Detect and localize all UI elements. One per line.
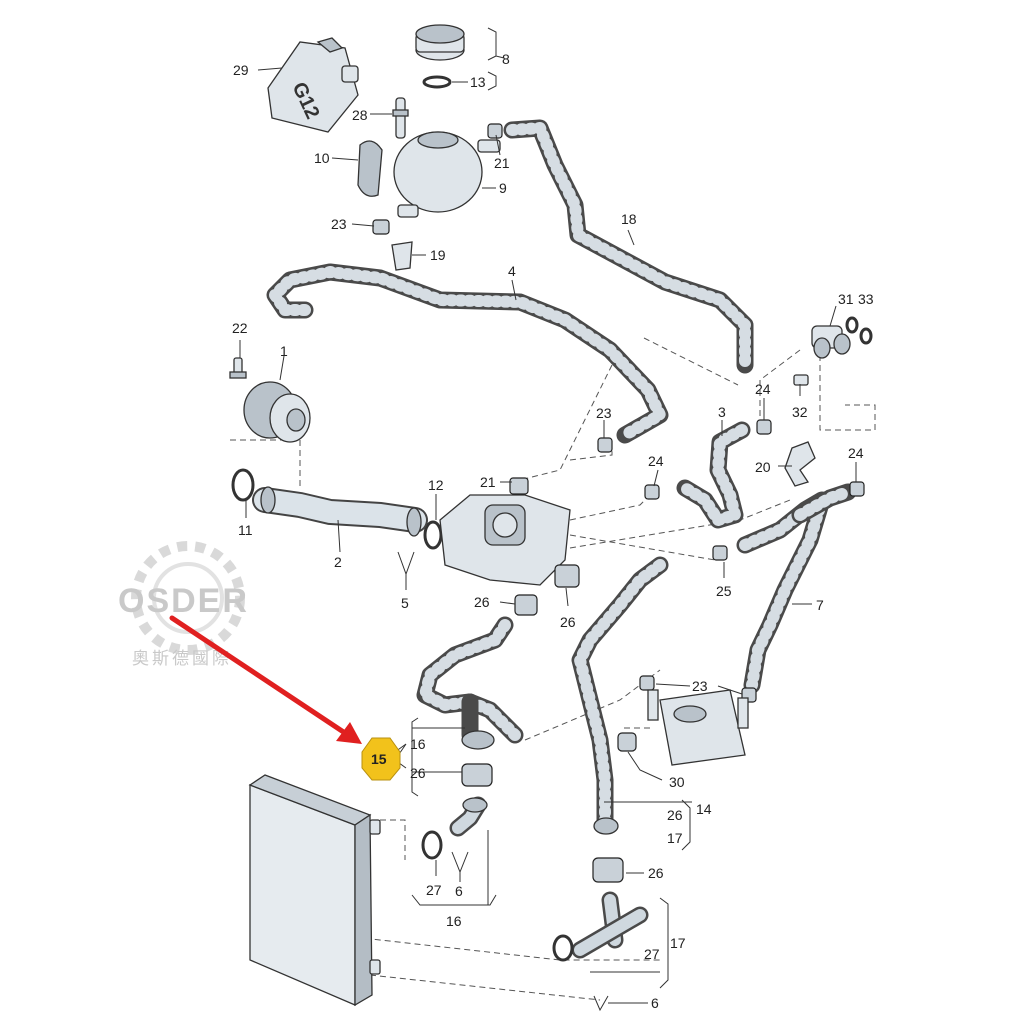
callout-17-tee: 17	[670, 935, 686, 951]
callout-25: 25	[716, 583, 732, 599]
part-8-cap	[415, 24, 465, 61]
callout-27-a: 27	[426, 882, 442, 898]
part-19-clip	[391, 241, 413, 271]
callout-24-a: 24	[755, 381, 771, 397]
callout-26-a: 26	[474, 594, 490, 610]
callout-9: 9	[499, 180, 507, 196]
part-11-o-ring	[231, 468, 255, 502]
callout-10: 10	[314, 150, 330, 166]
callout-18: 18	[621, 211, 637, 227]
assembly-dash-lines	[230, 337, 876, 1001]
part-26-clamp-low	[592, 857, 624, 883]
callout-3: 3	[718, 404, 726, 420]
callout-26-hose: 26	[410, 765, 426, 781]
oil-cooler	[647, 689, 749, 766]
part-15-badge: 15	[361, 737, 401, 781]
badge-number: 15	[371, 751, 387, 767]
callout-14: 14	[696, 801, 712, 817]
callout-22: 22	[232, 320, 248, 336]
callout-21-mid: 21	[480, 474, 496, 490]
watermark-chinese: 奧斯德國際	[132, 649, 232, 668]
callout-13: 13	[470, 74, 486, 90]
callout-7: 7	[816, 597, 824, 613]
callout-23-mid: 23	[596, 405, 612, 421]
callout-26-long: 26	[667, 807, 683, 823]
part-16-elbow	[449, 796, 488, 837]
callout-33: 33	[858, 291, 874, 307]
callout-23-top: 23	[331, 216, 347, 232]
part-26-clamp-hose	[461, 763, 493, 787]
part-29-coolant-bottle: G12	[267, 37, 359, 133]
callout-20: 20	[755, 459, 771, 475]
callout-6-b: 6	[651, 995, 659, 1011]
part-33-o-ring-a	[845, 316, 859, 334]
callout-27-b: 27	[644, 946, 660, 962]
part-25-clamp	[712, 545, 728, 561]
part-13-seal-ring	[422, 75, 452, 89]
thermostat-housing	[439, 477, 571, 586]
part-26-clamp-a	[514, 594, 538, 616]
callout-12: 12	[428, 477, 444, 493]
watermark-brand: OSDER	[118, 582, 249, 620]
callout-1: 1	[280, 343, 288, 359]
part-2-pipe	[252, 486, 428, 537]
callout-26-b: 26	[560, 614, 576, 630]
callout-16-upper: 16	[410, 736, 426, 752]
part-20-clip	[784, 441, 816, 487]
part-24-clamp-b	[644, 484, 660, 500]
callout-26-low: 26	[648, 865, 664, 881]
part-18-vent-hose	[503, 119, 754, 374]
callout-6-a: 6	[455, 883, 463, 899]
part-23-clamp-top	[372, 219, 390, 235]
callout-8: 8	[502, 51, 510, 67]
part-3-hose	[676, 421, 751, 529]
part-9-expansion-tank	[393, 131, 501, 218]
callout-4: 4	[508, 263, 516, 279]
part-28-sensor	[392, 97, 409, 139]
callout-2: 2	[334, 554, 342, 570]
part-1-flange	[243, 381, 311, 443]
callout-24-c: 24	[848, 445, 864, 461]
part-14-long-hose	[571, 556, 669, 835]
callout-19: 19	[430, 247, 446, 263]
part-31-connector	[811, 325, 851, 359]
part-23-clamp-mid	[597, 437, 613, 453]
part-27-o-ring-a	[421, 830, 443, 860]
part-30-clamp	[617, 732, 637, 752]
part-21-clamp-top	[487, 123, 503, 139]
part-32-bolt	[793, 374, 809, 386]
part-26-clamp-b	[554, 564, 580, 588]
callout-21-top: 21	[494, 155, 510, 171]
callout-30: 30	[669, 774, 685, 790]
part-16-upper-hose	[416, 616, 524, 750]
part-12-o-ring	[423, 520, 443, 550]
callout-32: 32	[792, 404, 808, 420]
leader-lines	[239, 27, 857, 1012]
radiator	[248, 774, 381, 1007]
callout-29: 29	[233, 62, 249, 78]
callout-23-cooler: 23	[692, 678, 708, 694]
highlight-arrow	[169, 615, 362, 744]
callout-24-b: 24	[648, 453, 664, 469]
part-10-bracket	[357, 140, 383, 197]
callout-5: 5	[401, 595, 409, 611]
watermark: OSDER 奧斯德國際	[118, 541, 249, 668]
part-24-clamp-c	[849, 481, 865, 497]
part-27-o-ring-b	[552, 934, 574, 962]
callout-labels: 29 8 13 28 10 21 9 23 19 18 4 22 1 31 33…	[232, 51, 874, 1011]
part-23-clamp-cooler-a	[639, 675, 655, 691]
part-4-hose	[266, 263, 669, 444]
callout-31: 31	[838, 291, 854, 307]
part-24-clamp-a	[756, 419, 772, 435]
callout-16-lower: 16	[446, 913, 462, 929]
part-33-o-ring-b	[859, 327, 873, 345]
callout-17-long: 17	[667, 830, 683, 846]
part-22-bolt	[229, 357, 247, 379]
callout-28: 28	[352, 107, 368, 123]
part-7-hose	[736, 483, 857, 694]
callout-11: 11	[238, 522, 253, 538]
part-17-t-piece	[571, 891, 649, 959]
